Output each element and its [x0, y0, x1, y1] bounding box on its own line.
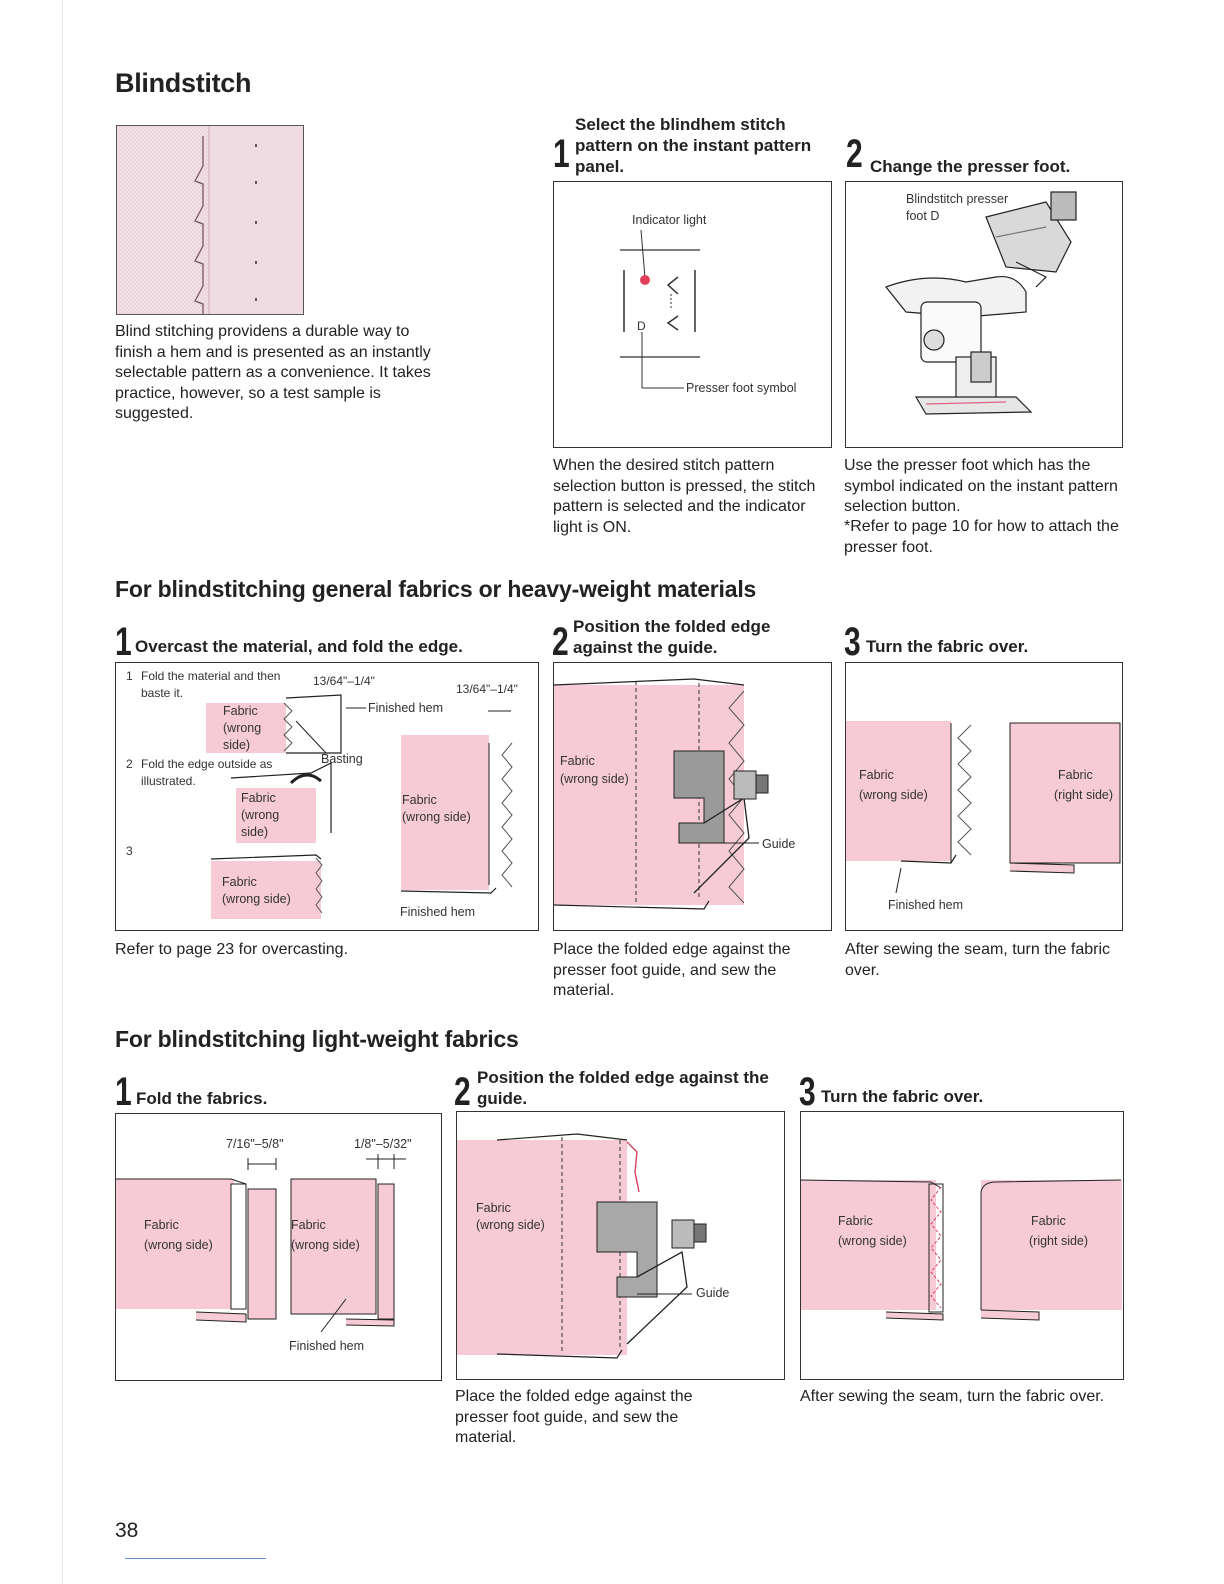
label-guide: Guide	[696, 1286, 730, 1300]
label-fabric: Fabric	[223, 704, 258, 718]
intro-text: Blind stitching providens a durable way …	[115, 323, 431, 422]
label-fabric: Fabric	[838, 1214, 873, 1228]
label-fabric: Fabric	[560, 754, 595, 768]
step-number: 1	[115, 1070, 132, 1114]
step-number: 3	[799, 1070, 816, 1114]
step-title: Select the blindhem stitch pattern on th…	[575, 115, 812, 176]
label-fabric: Fabric	[1058, 768, 1093, 782]
label-step-3-number: 3	[126, 844, 133, 858]
section-heading-general: For blindstitching general fabrics or he…	[115, 576, 757, 602]
step-caption: Place the folded edge against the presse…	[553, 941, 791, 999]
label-wrong-side: (wrong side)	[144, 1238, 213, 1252]
page-margin-rule	[62, 0, 63, 1584]
label-wrong-side: (wrong side)	[560, 772, 629, 786]
step-number: 2	[454, 1070, 471, 1114]
label-side: side)	[223, 738, 251, 752]
step-title: Change the presser foot.	[870, 157, 1071, 176]
label-basting: Basting	[321, 752, 363, 766]
label-wrong-side: (wrong side)	[222, 892, 291, 906]
guide-position-illustration-light: Fabric (wrong side) Guide	[456, 1111, 785, 1380]
presser-foot-illustration: Blindstitch presser foot D	[845, 181, 1123, 448]
label-fabric: Fabric	[241, 791, 276, 805]
label-dimension-a: 7/16"–5/8"	[226, 1137, 284, 1151]
step-number: 1	[115, 620, 132, 664]
page-title: Blindstitch	[115, 68, 252, 98]
label-finished-hem: Finished hem	[888, 898, 964, 912]
label-step-1-number: 1	[126, 669, 133, 683]
step-title: Overcast the material, and fold the edge…	[135, 637, 463, 656]
step-title: Turn the fabric over.	[821, 1087, 984, 1106]
step-title: Fold the fabrics.	[136, 1089, 268, 1108]
step-number: 3	[844, 620, 861, 664]
indicator-light-dot	[640, 275, 650, 285]
step-title: Turn the fabric over.	[866, 637, 1029, 656]
label-wrong-side: (wrong side)	[859, 788, 928, 802]
label-fabric: Fabric	[291, 1218, 326, 1232]
step-note: *Refer to page 10 for how to attach the …	[844, 518, 1119, 556]
label-finished-hem: Finished hem	[289, 1339, 365, 1353]
label-fabric: Fabric	[222, 875, 257, 889]
pattern-panel-drawing	[620, 229, 700, 389]
label-presser-foot-symbol: Presser foot symbol	[686, 381, 797, 395]
label-guide: Guide	[762, 837, 796, 851]
label-blindstitch-presser-foot: Blindstitch presser foot D	[906, 192, 1009, 223]
overcast-fold-illustration: 1 Fold the material and then baste it. 1…	[115, 662, 539, 931]
label-fabric: Fabric	[402, 793, 437, 807]
indicator-panel-illustration: Indicator light D Presser foot symbol	[553, 181, 832, 448]
label-wrong-side: (wrong side)	[291, 1238, 360, 1252]
label-fabric: Fabric	[1031, 1214, 1066, 1228]
blindstitch-sample-image	[116, 125, 304, 315]
step-caption: After sewing the seam, turn the fabric o…	[800, 1388, 1105, 1405]
step-caption: Place the folded edge against the presse…	[455, 1388, 693, 1446]
label-wrong-side: (wrong side)	[838, 1234, 907, 1248]
step-title: Position the folded edge against the gui…	[573, 617, 771, 657]
label-finished-hem: Finished hem	[368, 701, 444, 715]
label-wrong-side: (wrong side)	[476, 1218, 545, 1232]
label-dimension-b: 13/64"–1/4"	[456, 682, 518, 696]
page-number: 38	[115, 1519, 139, 1542]
label-fold-edge-outside: Fold the edge outside as illustrated.	[141, 757, 273, 788]
turn-fabric-light-drawing	[801, 1179, 1122, 1321]
label-d: D	[637, 319, 646, 333]
turn-fabric-drawing	[846, 721, 1121, 894]
step-number: 2	[846, 132, 863, 176]
label-wrong: (wrong	[241, 808, 280, 822]
presser-foot-drawing	[885, 191, 1077, 415]
fold-fabrics-drawing	[116, 1154, 406, 1333]
label-fabric: Fabric	[144, 1218, 179, 1232]
step-caption: Use the presser foot which has the symbo…	[844, 457, 1118, 515]
step-number: 2	[552, 620, 569, 664]
guide-position-light-drawing	[457, 1133, 707, 1359]
label-fabric: Fabric	[476, 1201, 511, 1215]
step-caption: When the desired stitch pattern selectio…	[553, 457, 816, 536]
label-right-side: (right side)	[1054, 788, 1114, 802]
step-caption: After sewing the seam, turn the fabric o…	[845, 941, 1111, 979]
label-wrong: (wrong	[223, 721, 262, 735]
turn-fabric-illustration: Fabric (wrong side) Fabric (right side) …	[845, 662, 1123, 931]
label-step-2-number: 2	[126, 757, 133, 771]
label-dimension-b: 1/8"–5/32"	[354, 1137, 412, 1151]
guide-position-illustration: Fabric (wrong side) Guide	[553, 662, 832, 931]
step-title: Position the folded edge against the gui…	[477, 1068, 769, 1108]
guide-position-drawing	[554, 678, 769, 910]
fold-fabrics-illustration: 7/16"–5/8" 1/8"–5/32" Fabric (wrong side…	[115, 1113, 442, 1381]
overcast-fold-drawing	[206, 694, 513, 919]
step-caption: Refer to page 23 for overcasting.	[115, 941, 349, 958]
label-finished-hem: Finished hem	[400, 905, 476, 919]
label-side: side)	[241, 825, 269, 839]
label-indicator-light: Indicator light	[632, 213, 707, 227]
step-number: 1	[553, 132, 570, 176]
blindstitch-sample-drawing	[117, 126, 303, 314]
label-wrong-side: (wrong side)	[402, 810, 471, 824]
label-fabric: Fabric	[859, 768, 894, 782]
label-right-side: (right side)	[1029, 1234, 1089, 1248]
turn-fabric-illustration-light: Fabric (wrong side) Fabric (right side)	[800, 1111, 1124, 1380]
section-heading-light: For blindstitching light-weight fabrics	[115, 1026, 519, 1052]
label-fold-and-baste: Fold the material and then baste it.	[141, 669, 281, 700]
footer-rule	[125, 1558, 266, 1559]
label-dimension-a: 13/64"–1/4"	[313, 674, 375, 688]
